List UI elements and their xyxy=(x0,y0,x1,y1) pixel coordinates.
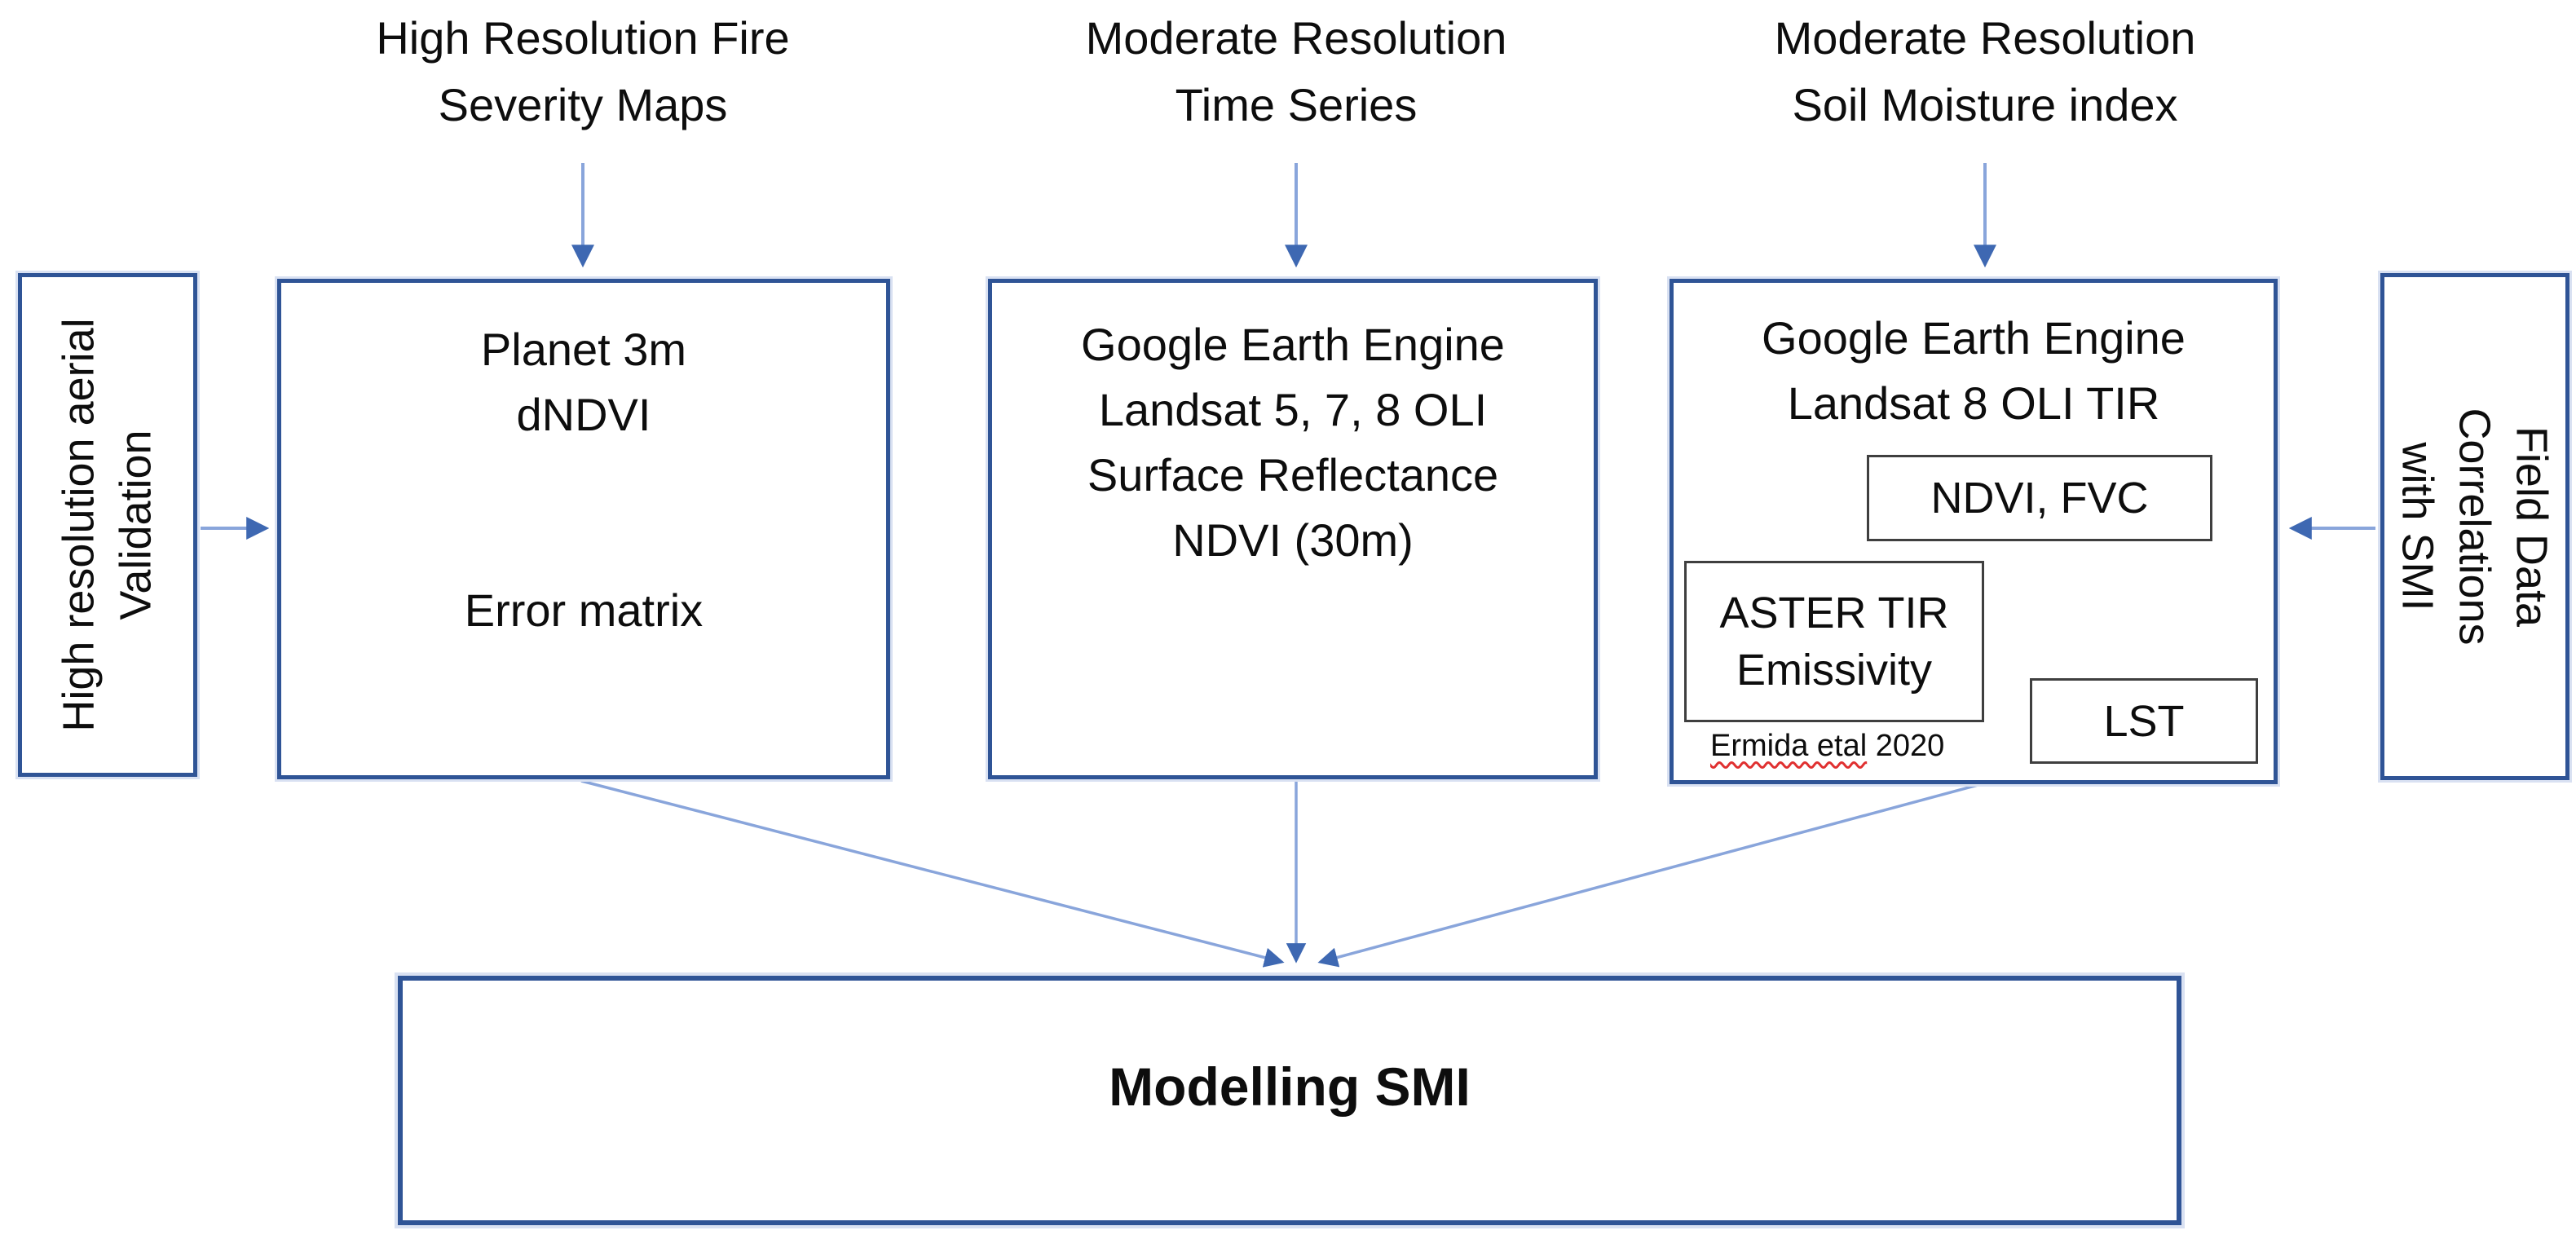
arrow-planet-to-modelling xyxy=(580,779,1285,968)
citation-year: 2020 xyxy=(1867,729,1945,763)
box-line: ASTER TIR xyxy=(1719,589,1949,637)
box-line: dNDVI xyxy=(516,389,651,440)
box-planet-dndvi: Planet 3m dNDVI Error matrix xyxy=(277,279,890,779)
citation-ermida-2020: Ermida etal 2020 xyxy=(1710,727,1944,765)
label-fire-severity-maps: High Resolution Fire Severity Maps xyxy=(232,5,933,139)
box-line: Surface Reflectance xyxy=(1087,449,1499,501)
citation-underlined-text: Ermida etal xyxy=(1710,729,1868,763)
modelling-smi-text: Modelling SMI xyxy=(1109,1056,1471,1117)
label-line: Soil Moisture index xyxy=(1792,79,2178,130)
label-time-series: Moderate Resolution Time Series xyxy=(946,5,1647,139)
box-line: Google Earth Engine xyxy=(1081,319,1505,370)
error-matrix-text: Error matrix xyxy=(464,584,704,636)
label-line: Moderate Resolution xyxy=(1085,12,1507,64)
box-lst: LST xyxy=(2030,678,2258,764)
aerial-validation-text: High resolution aerial Validation xyxy=(51,318,165,731)
arrow-tir-to-modelling xyxy=(1317,783,1982,968)
box-line: Correlations xyxy=(2450,408,2499,646)
box-line: Emissivity xyxy=(1736,646,1932,695)
box-aster-tir-emissivity: ASTER TIR Emissivity xyxy=(1684,561,1984,722)
box-line: with SMI xyxy=(2393,442,2442,611)
box-ndvi-fvc: NDVI, FVC xyxy=(1867,455,2212,541)
box-line: NDVI (30m) xyxy=(1172,514,1414,566)
box-aerial-validation: High resolution aerial Validation xyxy=(18,273,197,777)
lst-text: LST xyxy=(2103,696,2185,746)
box-line: Validation xyxy=(112,430,161,620)
label-line: High Resolution Fire xyxy=(376,12,790,64)
box-field-data-correlations: Field Data Correlations with SMI xyxy=(2380,273,2569,780)
field-data-text: Field Data Correlations with SMI xyxy=(2389,408,2561,645)
label-line: Severity Maps xyxy=(438,79,728,130)
label-soil-moisture-index: Moderate Resolution Soil Moisture index xyxy=(1634,5,2336,139)
box-line: Landsat 5, 7, 8 OLI xyxy=(1098,384,1488,435)
box-line: Field Data xyxy=(2508,426,2556,628)
tir-title: Google Earth Engine Landsat 8 OLI TIR xyxy=(1674,306,2274,436)
ndvi-fvc-text: NDVI, FVC xyxy=(1930,474,2149,523)
box-gee-landsat-ndvi: Google Earth Engine Landsat 5, 7, 8 OLI … xyxy=(988,279,1598,779)
box-line: Google Earth Engine xyxy=(1762,312,2186,364)
label-line: Time Series xyxy=(1175,79,1418,130)
box-line: Planet 3m xyxy=(480,324,687,375)
box-modelling-smi: Modelling SMI xyxy=(398,976,2181,1225)
label-line: Moderate Resolution xyxy=(1774,12,2196,64)
box-line: High resolution aerial xyxy=(55,318,104,732)
box-line: Landsat 8 OLI TIR xyxy=(1787,377,2160,429)
